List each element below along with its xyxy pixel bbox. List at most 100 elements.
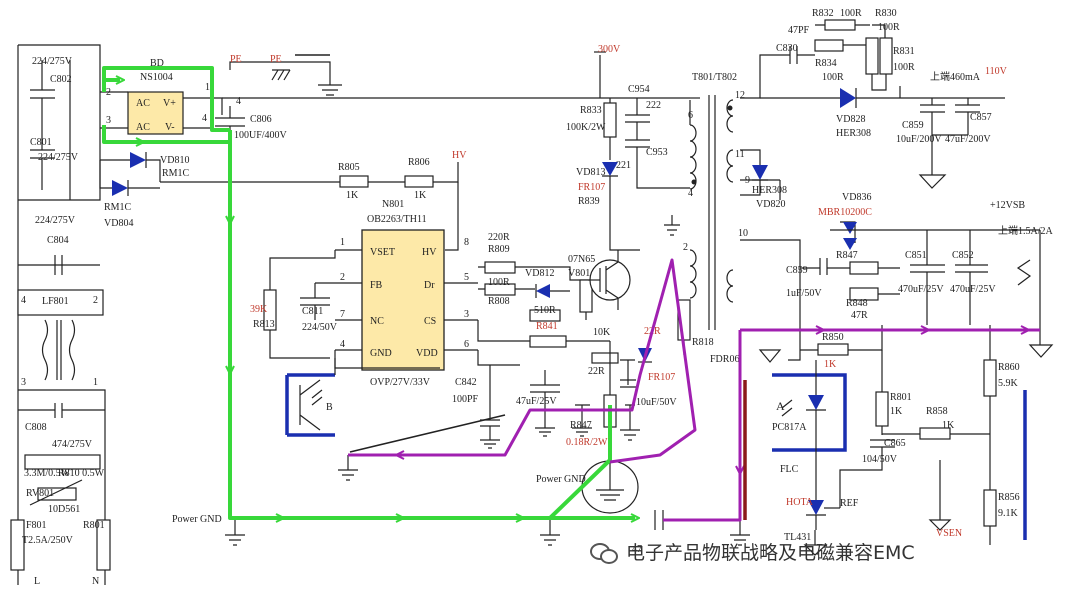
r848-value: 47R (851, 310, 868, 321)
bridge-part: NS1004 (140, 72, 173, 83)
r808-value: 100R (488, 277, 510, 288)
line-label: L (34, 576, 40, 587)
vd828-label: VD828 (836, 114, 865, 125)
r847-label: R847 (570, 420, 592, 431)
ic-num-6: 6 (464, 339, 469, 350)
fr107-a: FR107 (578, 182, 605, 193)
tpin-6: 6 (688, 110, 693, 121)
c842-value: 100PF (452, 394, 479, 405)
c851-label: C851 (905, 250, 927, 261)
c804-label: C804 (47, 235, 69, 246)
r850-label: R850 (822, 332, 844, 343)
c865-label: C865 (884, 438, 906, 449)
tpin-11: 11 (735, 149, 745, 160)
r841-label: R841 (536, 321, 558, 332)
bridge-vm: V- (165, 122, 175, 133)
c830-value: 47PF (788, 25, 810, 36)
c954-value: 222 (646, 100, 661, 111)
n801-label: N801 (382, 199, 404, 210)
cap47-label: 47 (632, 544, 642, 555)
c801-label: C801 (30, 137, 52, 148)
tpin-10: 10 (738, 228, 748, 239)
wechat-icon (590, 541, 620, 564)
ic-num-3: 3 (464, 309, 469, 320)
black-return-path (349, 414, 506, 453)
snubber (594, 51, 690, 251)
opto-a-label: A (776, 399, 785, 413)
ic-num-2: 2 (340, 272, 345, 283)
c801-value: 224/275V (38, 152, 79, 163)
lf-pin3: 3 (21, 377, 26, 388)
r858-label: R858 (926, 406, 948, 417)
r805-r806 (339, 162, 459, 251)
ic-num-5: 5 (464, 272, 469, 283)
r847b-label: R847 (836, 250, 858, 261)
current-path-purple (348, 258, 1040, 522)
i110-label: 上端460mA (930, 70, 981, 83)
f801-value: T2.5A/250V (22, 535, 74, 546)
mosfet-v801 (588, 249, 640, 310)
r806-label: R806 (408, 157, 430, 168)
r809-label: 220R (488, 232, 510, 243)
rv-value: 10D561 (48, 504, 80, 515)
r805-label: R805 (338, 162, 360, 173)
r830-value: 100R (878, 22, 900, 33)
c852-label: C852 (952, 250, 974, 261)
fr107-b: FR107 (648, 372, 675, 383)
rv-label: RV801 (26, 488, 54, 499)
neutral-label: N (92, 576, 99, 587)
r834-value: 100R (822, 72, 844, 83)
bridge-ac2: AC (136, 122, 150, 133)
lf-pin4: 4 (21, 295, 26, 306)
c802-value: 224/275V (32, 56, 73, 67)
bridge-pin2: 2 (106, 87, 111, 98)
v12vsb-label: +12VSB (990, 200, 1025, 211)
c808-value: 474/275V (52, 439, 93, 450)
c843-value: 47uF/25V (516, 396, 557, 407)
c954-label: C954 (628, 84, 650, 95)
ic-num-8: 8 (464, 237, 469, 248)
ref-label: REF (840, 498, 859, 509)
r801b-label: R801 (83, 520, 105, 531)
watermark: 电子产品物联战略及电磁兼容EMC (590, 538, 915, 565)
ic-pin-vset: VSET (370, 247, 395, 258)
hv-label: HV (452, 150, 467, 161)
vd836-label: VD836 (842, 192, 871, 203)
her308b-label: HER308 (752, 185, 787, 196)
feedback (772, 325, 997, 556)
pe-label-2: PE (270, 54, 282, 65)
ic-pin-dr: Dr (424, 280, 435, 291)
vd804-label: VD804 (104, 218, 133, 229)
c851-value: 470uF/25V (898, 284, 944, 295)
pc817-label: PC817A (772, 422, 807, 433)
bd-label: BD (150, 58, 164, 69)
r860-label: R860 (998, 362, 1020, 373)
c857-value: 47uF/200V (945, 134, 991, 145)
r801-value: 1K (890, 406, 903, 417)
r814-value: 22R (588, 366, 605, 377)
transformer (689, 95, 734, 330)
lf-pin2: 2 (93, 295, 98, 306)
tpin-2: 2 (683, 242, 688, 253)
mbr-label: MBR10200C (818, 207, 872, 218)
r841-value: 510R (534, 305, 556, 316)
vd810-label: VD810 (160, 155, 189, 166)
tl431-label: TL431 (784, 532, 811, 543)
ic-pin-cs: CS (424, 316, 436, 327)
r813-value: R813 (253, 319, 275, 330)
ic-part-label: OB2263/TH11 (367, 214, 427, 225)
c811-label: C811 (302, 306, 323, 317)
ic-pin-fb: FB (370, 280, 383, 291)
r806-value: 1K (414, 190, 427, 201)
tpin-12: 12 (735, 90, 745, 101)
lf801-label: LF801 (42, 296, 69, 307)
watermark-text: 电子产品物联战略及电磁兼容EMC (626, 542, 915, 564)
c804-value: 224/275V (35, 215, 76, 226)
ic-pin-hv: HV (422, 247, 437, 258)
c859-value: 10uF/200V (896, 134, 942, 145)
c852-value: 470uF/25V (950, 284, 996, 295)
vd812-label: VD812 (525, 268, 554, 279)
r847-value: 0.18R/2W (566, 437, 608, 448)
c830-label: C830 (776, 43, 798, 54)
fdr06-label: FDR06 (710, 354, 739, 365)
